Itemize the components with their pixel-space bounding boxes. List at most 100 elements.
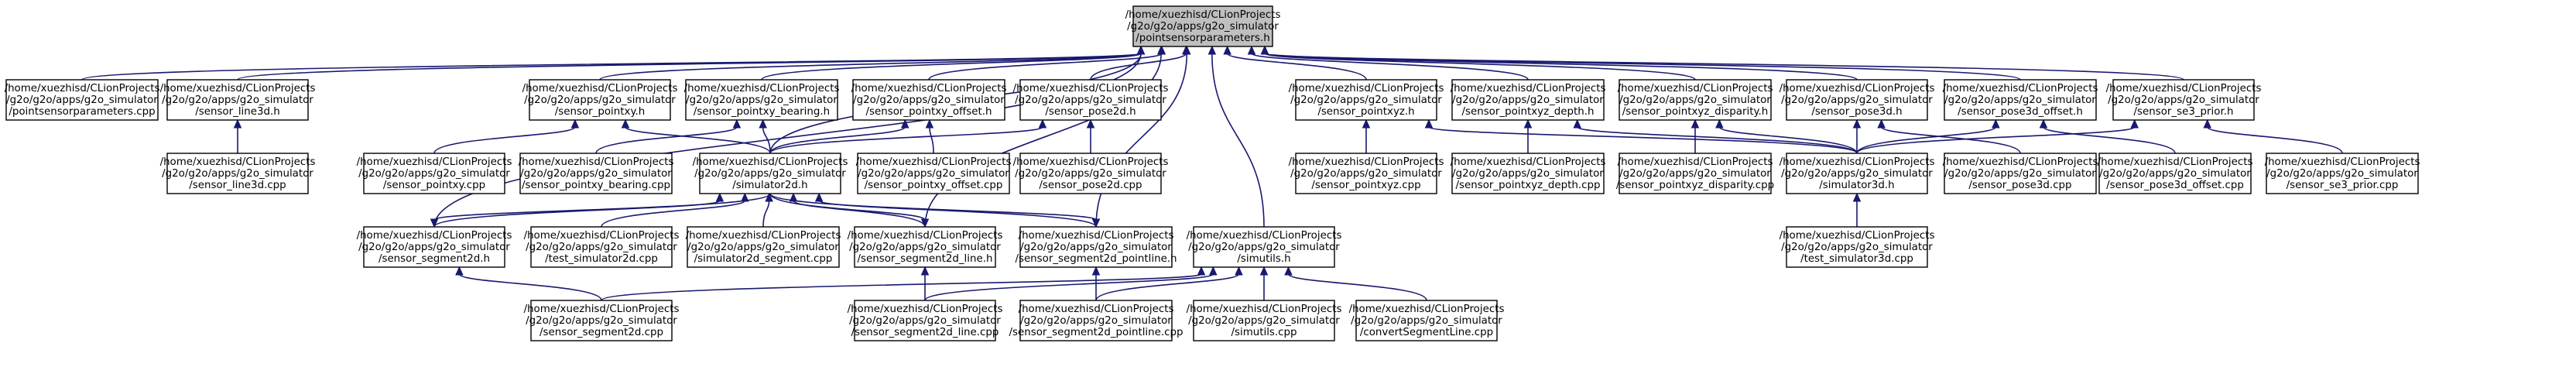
node-box [1295, 79, 1437, 121]
node-sensor-pointxyz-cpp[interactable]: /home/xuezhisd/CLionProjects/g2o/g2o/app… [1289, 153, 1444, 194]
node-label-line: /home/xuezhisd/CLionProjects [1019, 304, 1174, 315]
node-label-line: /home/xuezhisd/CLionProjects [1013, 83, 1169, 94]
node-simulator2d-segment-cpp[interactable]: /home/xuezhisd/CLionProjects/g2o/g2o/app… [686, 226, 841, 268]
node-simutils-cpp[interactable]: /home/xuezhisd/CLionProjects/g2o/g2o/app… [1187, 300, 1342, 341]
node-label-line: /home/xuezhisd/CLionProjects [1019, 230, 1174, 242]
node-sensor-se3-prior-cpp[interactable]: /home/xuezhisd/CLionProjects/g2o/g2o/app… [2265, 153, 2420, 194]
node-label-line: /g2o/g2o/apps/g2o_simulator [1781, 242, 1933, 253]
edge-arrowhead [2203, 118, 2212, 129]
node-sensor-segment2d-pointline-cpp[interactable]: /home/xuezhisd/CLionProjects/g2o/g2o/app… [1009, 300, 1184, 341]
node-sensor-pointxy-bearing-cpp[interactable]: /home/xuezhisd/CLionProjects/g2o/g2o/app… [519, 153, 674, 194]
node-label-line: /sensor_segment2d_line.h [858, 253, 993, 265]
node-sensor-pointxy-h[interactable]: /home/xuezhisd/CLionProjects/g2o/g2o/app… [522, 79, 678, 121]
node-simulator2d-h[interactable]: /home/xuezhisd/CLionProjects/g2o/g2o/app… [693, 153, 848, 194]
node-sensor-pointxyz-depth-h[interactable]: /home/xuezhisd/CLionProjects/g2o/g2o/app… [1451, 79, 1606, 121]
node-sensor-pointxy-offset-cpp[interactable]: /home/xuezhisd/CLionProjects/g2o/g2o/app… [856, 153, 1012, 194]
node-label-line: /home/xuezhisd/CLionProjects [684, 83, 840, 94]
node-sensor-pose3d-cpp[interactable]: /home/xuezhisd/CLionProjects/g2o/g2o/app… [1943, 153, 2098, 194]
dependency-edge [762, 200, 770, 228]
node-test-simulator3d-cpp[interactable]: /home/xuezhisd/CLionProjects/g2o/g2o/app… [1780, 226, 1935, 268]
node-label-line: /g2o/g2o/apps/g2o_simulator [162, 94, 313, 106]
node-box [854, 226, 996, 268]
node-label-line: /home/xuezhisd/CLionProjects [524, 230, 680, 242]
node-label-line: /sensor_pose3d_offset.cpp [2106, 180, 2244, 191]
node-label-line: /g2o/g2o/apps/g2o_simulator [858, 168, 1009, 180]
node-sensor-pointxyz-depth-cpp[interactable]: /home/xuezhisd/CLionProjects/g2o/g2o/app… [1451, 153, 1606, 194]
edges-layer [81, 45, 2343, 301]
node-sensor-pointxy-bearing-h[interactable]: /home/xuezhisd/CLionProjects/g2o/g2o/app… [684, 79, 840, 121]
node-sensor-pose3d-offset-h[interactable]: /home/xuezhisd/CLionProjects/g2o/g2o/app… [1943, 79, 2098, 121]
node-box [2098, 153, 2252, 194]
node-sensor-line3d-h[interactable]: /home/xuezhisd/CLionProjects/g2o/g2o/app… [160, 79, 316, 121]
node-box [1619, 153, 1772, 194]
node-label-line: /sensor_pointxyz.h [1317, 106, 1414, 118]
edge-arrowhead [1690, 118, 1700, 129]
node-box [1193, 300, 1335, 341]
dependency-edge [1095, 273, 1240, 301]
node-label-line: /sensor_pointxyz.cpp [1311, 180, 1420, 191]
node-label-line: /test_simulator2d.cpp [545, 253, 658, 265]
node-label-line: /home/xuezhisd/CLionProjects [1943, 156, 2098, 168]
node-label-line: /simutils.cpp [1231, 327, 1297, 338]
node-sensor-segment2d-line-cpp[interactable]: /home/xuezhisd/CLionProjects/g2o/g2o/app… [848, 300, 1003, 341]
dependency-edge [1718, 126, 1858, 154]
node-sensor-segment2d-pointline-h[interactable]: /home/xuezhisd/CLionProjects/g2o/g2o/app… [1015, 226, 1177, 268]
node-sensor-segment2d-line-h[interactable]: /home/xuezhisd/CLionProjects/g2o/g2o/app… [848, 226, 1003, 268]
node-root[interactable]: /home/xuezhisd/CLionProjects/g2o/g2o/app… [1125, 5, 1281, 47]
node-sensor-line3d-cpp[interactable]: /home/xuezhisd/CLionProjects/g2o/g2o/app… [160, 153, 316, 194]
node-pointsensorparameters-cpp[interactable]: /home/xuezhisd/CLionProjects/g2o/g2o/app… [5, 79, 160, 121]
edge-arrowhead [1715, 118, 1724, 129]
node-label-line: /home/xuezhisd/CLionProjects [5, 83, 160, 94]
node-label-line: /home/xuezhisd/CLionProjects [693, 156, 848, 168]
node-simutils-h[interactable]: /home/xuezhisd/CLionProjects/g2o/g2o/app… [1187, 226, 1342, 268]
node-label-line: /simulator3d.h [1819, 180, 1894, 191]
node-label-line: /home/xuezhisd/CLionProjects [519, 156, 674, 168]
node-sensor-pointxyz-h[interactable]: /home/xuezhisd/CLionProjects/g2o/g2o/app… [1289, 79, 1444, 121]
node-box [519, 153, 673, 194]
edge-arrowhead [1992, 118, 2000, 129]
node-label-line: /sensor_segment2d.h [379, 253, 490, 265]
node-sensor-pose2d-cpp[interactable]: /home/xuezhisd/CLionProjects/g2o/g2o/app… [1013, 153, 1169, 194]
node-convertSegmentLine-cpp[interactable]: /home/xuezhisd/CLionProjects/g2o/g2o/app… [1349, 300, 1505, 341]
dependency-edge [929, 126, 934, 154]
node-label-line: /g2o/g2o/apps/g2o_simulator [1944, 168, 2096, 180]
dependency-edge [769, 193, 1097, 221]
dependency-edge [601, 273, 1202, 301]
dependency-edge [1090, 53, 1187, 81]
dependency-edge [1576, 126, 1858, 154]
edge-arrowhead [1573, 118, 1582, 129]
node-box [1786, 226, 1928, 268]
node-sensor-pose3d-h[interactable]: /home/xuezhisd/CLionProjects/g2o/g2o/app… [1780, 79, 1935, 121]
dependency-edge [1211, 53, 1265, 228]
node-sensor-pointxy-cpp[interactable]: /home/xuezhisd/CLionProjects/g2o/g2o/app… [357, 153, 512, 194]
node-label-line: /simulator2d.h [732, 180, 807, 191]
node-label-line: /g2o/g2o/apps/g2o_simulator [1781, 168, 1933, 180]
node-sensor-pointxyz-disparity-cpp[interactable]: /home/xuezhisd/CLionProjects/g2o/g2o/app… [1616, 153, 1774, 194]
node-label-line: /g2o/g2o/apps/g2o_simulator [687, 242, 839, 253]
node-label-line: /g2o/g2o/apps/g2o_simulator [524, 94, 676, 106]
node-simulator3d-h[interactable]: /home/xuezhisd/CLionProjects/g2o/g2o/app… [1780, 153, 1935, 194]
node-sensor-pose3d-offset-cpp[interactable]: /home/xuezhisd/CLionProjects/g2o/g2o/app… [2098, 153, 2253, 194]
edge-arrowhead [925, 118, 934, 129]
node-label-line: /g2o/g2o/apps/g2o_simulator [1020, 242, 1172, 253]
node-label-line: /sensor_pose2d.cpp [1039, 180, 1142, 191]
node-box [854, 300, 996, 341]
node-box [530, 226, 673, 268]
node-label-line: /convertSegmentLine.cpp [1360, 327, 1493, 338]
node-sensor-pointxy-offset-h[interactable]: /home/xuezhisd/CLionProjects/g2o/g2o/app… [851, 79, 1007, 121]
node-sensor-se3-prior-h[interactable]: /home/xuezhisd/CLionProjects/g2o/g2o/app… [2106, 79, 2262, 121]
node-label-line: /g2o/g2o/apps/g2o_simulator [1452, 168, 1604, 180]
node-box [1786, 153, 1928, 194]
node-sensor-segment2d-cpp[interactable]: /home/xuezhisd/CLionProjects/g2o/g2o/app… [524, 300, 680, 341]
node-box [687, 226, 840, 268]
node-sensor-pose2d-h[interactable]: /home/xuezhisd/CLionProjects/g2o/g2o/app… [1013, 79, 1169, 121]
node-test-simulator2d-cpp[interactable]: /home/xuezhisd/CLionProjects/g2o/g2o/app… [524, 226, 680, 268]
node-label-line: /home/xuezhisd/CLionProjects [1780, 230, 1935, 242]
node-label-line: /sensor_pointxy.h [555, 106, 645, 118]
node-sensor-segment2d-h[interactable]: /home/xuezhisd/CLionProjects/g2o/g2o/app… [357, 226, 512, 268]
edge-arrowhead [1284, 266, 1293, 276]
edge-arrowhead [1424, 118, 1434, 129]
node-label-line: /sensor_segment2d_line.cpp [851, 327, 999, 338]
node-sensor-pointxyz-disparity-h[interactable]: /home/xuezhisd/CLionProjects/g2o/g2o/app… [1618, 79, 1773, 121]
dependency-edge [1226, 53, 1367, 81]
